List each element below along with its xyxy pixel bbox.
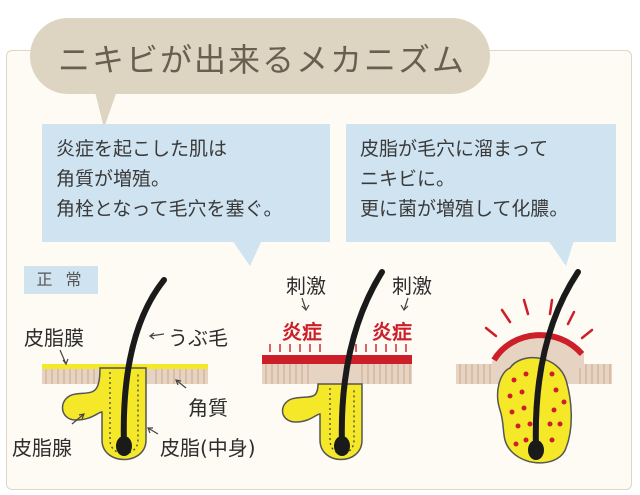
label-sebum-film: 皮脂膜: [24, 326, 84, 350]
callout-right-line: 皮脂が毛穴に溜まって: [360, 138, 549, 160]
sebum-film: [42, 364, 208, 369]
page-title: ニキビが出来るメカニズム: [58, 41, 467, 79]
label-sebaceous-gland: 皮脂腺: [12, 436, 72, 460]
callout-left: 炎症を起こした肌は 角質が増殖。 角栓となって毛穴を塞ぐ。: [42, 124, 330, 242]
label-vellus-hair: うぶ毛: [168, 326, 228, 350]
callout-left-line: 角質が増殖。: [56, 168, 171, 190]
title-bubble: [30, 18, 490, 94]
callout-right-line: 更に菌が増殖して化膿。: [360, 198, 569, 220]
callout-left-line: 角栓となって毛穴を塞ぐ。: [56, 198, 283, 220]
label-stimulus-right: 刺激: [392, 274, 432, 298]
stage-inflamed-drawing: [262, 269, 412, 461]
pain-marks: [484, 298, 594, 340]
inflamed-surface: [262, 355, 412, 364]
stage-normal-tag: 正 常: [24, 266, 98, 294]
callout-right-line: ニキビに。: [360, 168, 456, 190]
callout-right-tail: [548, 240, 574, 266]
label-inflammation-right: 炎症: [372, 320, 412, 344]
label-inflammation-left: 炎症: [282, 320, 322, 344]
callout-left-tail: [232, 240, 262, 266]
hair-root: [116, 436, 132, 456]
vellus-hair: [120, 277, 167, 449]
label-sebum-content: 皮脂(中身): [160, 436, 256, 460]
inflamed-bump: [491, 332, 585, 362]
stage-normal-drawing: [42, 277, 208, 461]
bacteria-dots: [507, 371, 567, 455]
title-bubble-tail: [94, 88, 118, 128]
stage-acne-drawing: [456, 269, 612, 464]
label-stimulus-left: 刺激: [286, 274, 326, 298]
callout-right: 皮脂が毛穴に溜まって ニキビに。 更に菌が増殖して化膿。: [346, 124, 616, 242]
callout-left-line: 炎症を起こした肌は: [56, 138, 228, 160]
gland-blocked: [281, 383, 363, 461]
label-keratin: 角質: [188, 396, 228, 420]
